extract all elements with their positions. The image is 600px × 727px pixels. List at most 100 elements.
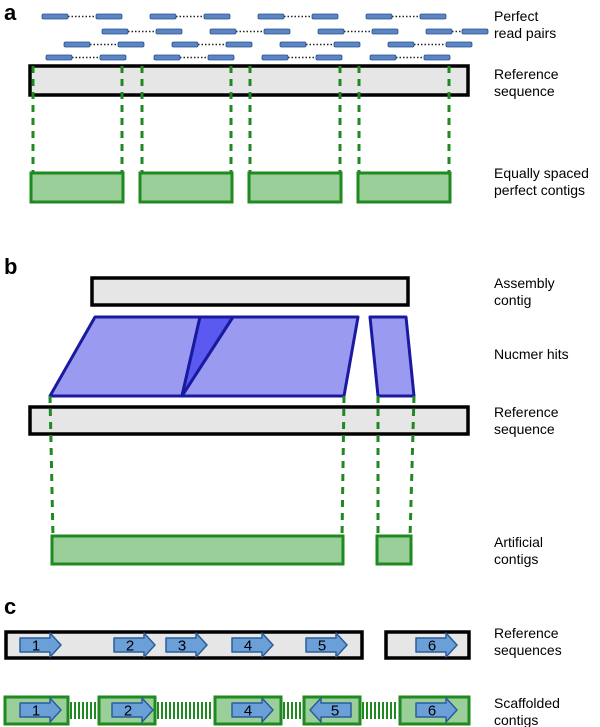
read xyxy=(317,28,345,35)
segment-number: 1 xyxy=(32,703,40,720)
artificial-contig-connector xyxy=(408,395,416,539)
segment-arrow-shape xyxy=(111,697,154,723)
segment-number: 4 xyxy=(244,638,252,655)
read xyxy=(333,41,361,48)
read xyxy=(101,28,129,35)
label-artificial-contigs-2: contigs xyxy=(494,551,538,567)
segment-arrow-shape xyxy=(113,632,156,658)
read xyxy=(99,54,127,61)
label-scaffolded-contigs-2: contigs xyxy=(494,712,538,727)
read xyxy=(45,54,73,61)
label-reference-sequences-1: Reference xyxy=(494,625,559,641)
artificial-contig-connector xyxy=(340,395,346,539)
label-reference-sequence-b-2: sequence xyxy=(494,421,555,437)
segment-number: 6 xyxy=(428,638,436,655)
scaffold-segment-arrow: 4 xyxy=(231,697,274,723)
read-pairs xyxy=(41,13,489,61)
scaffold-segment-arrow: 6 xyxy=(415,697,458,723)
perfect-contig xyxy=(29,171,125,204)
segment-arrow-shape xyxy=(19,697,62,723)
read xyxy=(203,13,231,20)
panel-b-letter: b xyxy=(4,254,17,279)
panel-a-letter: a xyxy=(4,0,17,25)
segment-number: 6 xyxy=(428,703,436,720)
segment-arrow-shape xyxy=(415,697,458,723)
label-perfect-read-pairs-2: read pairs xyxy=(494,25,556,41)
label-reference-sequence-a-2: sequence xyxy=(494,83,555,99)
segment-arrow-shape xyxy=(231,697,274,723)
segment-arrow-shape xyxy=(415,632,458,658)
scaffold-segment-arrows: 1 2 4 5 6 xyxy=(19,697,458,723)
read xyxy=(311,13,339,20)
perfect-contig xyxy=(356,171,452,204)
read xyxy=(425,28,453,35)
contig-connectors xyxy=(31,66,451,175)
reference-sequence-bar-b xyxy=(28,405,470,436)
label-equally-spaced-2: perfect contigs xyxy=(494,182,585,198)
artificial-contig-connector xyxy=(48,395,55,539)
segment-number: 2 xyxy=(124,703,132,720)
label-artificial-contigs-1: Artificial xyxy=(494,534,543,550)
reference-segment-arrows: 1 2 3 4 5 6 xyxy=(19,632,458,658)
segment-number: 2 xyxy=(126,638,134,655)
artificial-contigs xyxy=(50,534,413,566)
reference-segment-arrow: 6 xyxy=(415,632,458,658)
panel-c-letter: c xyxy=(4,594,16,619)
segment-number: 1 xyxy=(32,638,40,655)
reference-segment-arrow: 4 xyxy=(231,632,274,658)
label-reference-sequence-b-1: Reference xyxy=(494,404,559,420)
read xyxy=(257,13,285,20)
segment-number: 5 xyxy=(331,703,339,720)
panel-a: a Perfect read pairs Reference sequence … xyxy=(4,0,589,204)
label-equally-spaced-1: Equally spaced xyxy=(494,165,589,181)
nucmer-hits xyxy=(48,315,416,398)
artificial-contig xyxy=(375,534,413,566)
label-assembly-contig-1: Assembly xyxy=(494,275,555,291)
nucmer-hit xyxy=(368,315,416,398)
read xyxy=(365,13,393,20)
read xyxy=(419,13,447,20)
read xyxy=(155,28,183,35)
read xyxy=(261,54,289,61)
read xyxy=(279,41,307,48)
read xyxy=(225,41,253,48)
scaffold-segment-arrow: 1 xyxy=(19,697,62,723)
artificial-contig-connectors xyxy=(48,395,416,539)
label-reference-sequence-a-1: Reference xyxy=(494,66,559,82)
reference-segment-arrow: 5 xyxy=(305,632,348,658)
label-perfect-read-pairs-1: Perfect xyxy=(494,8,538,24)
segment-arrow-shape xyxy=(231,632,274,658)
reference-segment-arrow: 2 xyxy=(113,632,156,658)
read xyxy=(445,41,473,48)
artificial-contig xyxy=(50,534,345,566)
panel-b: b Assembly contig Nucmer hits Reference … xyxy=(4,254,569,567)
read xyxy=(263,28,291,35)
read xyxy=(171,41,199,48)
reference-segment-arrow: 1 xyxy=(19,632,62,658)
segment-number: 4 xyxy=(244,703,252,720)
read xyxy=(369,54,397,61)
read xyxy=(371,28,399,35)
read xyxy=(63,41,91,48)
read xyxy=(315,54,343,61)
read xyxy=(209,28,237,35)
perfect-contigs xyxy=(29,171,452,204)
label-scaffolded-contigs-1: Scaffolded xyxy=(494,695,560,711)
scaffold-segment-arrow: 2 xyxy=(111,697,154,723)
segment-arrow-shape xyxy=(305,632,348,658)
read xyxy=(149,13,177,20)
perfect-contig xyxy=(247,171,343,204)
read xyxy=(41,13,69,20)
label-reference-sequences-2: sequences xyxy=(494,642,562,658)
reference-segment-arrow: 3 xyxy=(165,632,208,658)
read xyxy=(387,41,415,48)
label-assembly-contig-2: contig xyxy=(494,292,531,308)
label-nucmer-hits: Nucmer hits xyxy=(494,346,569,362)
panel-c: c 1 2 3 4 5 6 1 2 4 5 6 Reference sequences Scaff… xyxy=(3,594,562,727)
read xyxy=(117,41,145,48)
segment-number: 5 xyxy=(318,638,326,655)
read xyxy=(423,54,451,61)
read xyxy=(153,54,181,61)
